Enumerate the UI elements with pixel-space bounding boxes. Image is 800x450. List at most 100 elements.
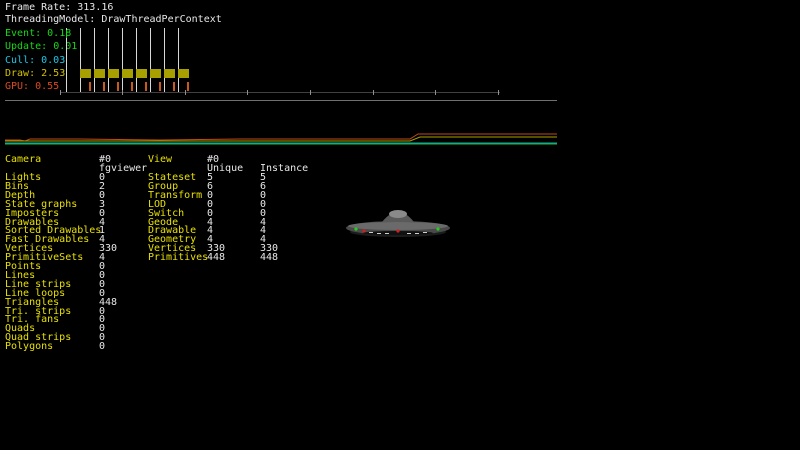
view-row-instance: 0 bbox=[260, 190, 267, 201]
view-row-instance: 4 bbox=[260, 234, 267, 245]
gpu-bars bbox=[89, 82, 189, 91]
view-row-unique: 4 bbox=[207, 217, 214, 228]
view-row-instance: 330 bbox=[260, 243, 279, 254]
camera-row-value: 1 bbox=[99, 225, 106, 236]
view-row-label: Vertices bbox=[148, 243, 197, 254]
view-row-instance: 4 bbox=[260, 217, 267, 228]
view-row-label: Switch bbox=[148, 208, 185, 219]
event-label: Event: bbox=[5, 28, 42, 39]
camera-row-label: Fast Drawables bbox=[5, 234, 90, 245]
cull-label: Cull: bbox=[5, 55, 36, 66]
camera-row-value: 3 bbox=[99, 199, 106, 210]
cull-value: 0.03 bbox=[41, 55, 66, 66]
view-row-unique: 5 bbox=[207, 172, 214, 183]
gpu-stat-row: GPU: 0.55 bbox=[5, 82, 59, 92]
history-graph bbox=[5, 133, 557, 145]
camera-row-value: 0 bbox=[99, 306, 106, 317]
camera-header-index: #0 bbox=[99, 154, 112, 165]
view-row-unique: 0 bbox=[207, 190, 214, 201]
view-row-unique: 4 bbox=[207, 234, 214, 245]
camera-row-label: Depth bbox=[5, 190, 36, 201]
camera-row-label: Line strips bbox=[5, 279, 72, 290]
camera-row-label: Tri. strips bbox=[5, 306, 72, 317]
camera-row-value: 0 bbox=[99, 314, 106, 325]
view-row-unique: 0 bbox=[207, 208, 214, 219]
camera-row-label: State graphs bbox=[5, 199, 78, 210]
camera-row-label: Points bbox=[5, 261, 42, 272]
camera-row-label: Line loops bbox=[5, 288, 66, 299]
camera-row-label: Polygons bbox=[5, 341, 54, 352]
camera-row-value: 2 bbox=[99, 181, 106, 192]
camera-row-value: 4 bbox=[99, 217, 106, 228]
event-bars bbox=[66, 30, 67, 38]
view-row-unique: 330 bbox=[207, 243, 226, 254]
camera-row-value: 0 bbox=[99, 323, 106, 334]
camera-row-value: 448 bbox=[99, 297, 118, 308]
camera-row-label: Sorted Drawables bbox=[5, 225, 102, 236]
camera-row-value: 0 bbox=[99, 172, 106, 183]
view-row-instance: 5 bbox=[260, 172, 267, 183]
view-row-instance: 6 bbox=[260, 181, 267, 192]
view-row-unique: 6 bbox=[207, 181, 214, 192]
view-row-label: Group bbox=[148, 181, 179, 192]
camera-row-label: Bins bbox=[5, 181, 30, 192]
camera-row-value: 0 bbox=[99, 341, 106, 352]
camera-row-value: 4 bbox=[99, 252, 106, 263]
draw-label: Draw: bbox=[5, 68, 36, 79]
threading-model-value: DrawThreadPerContext bbox=[101, 14, 222, 25]
camera-row-label: Quad strips bbox=[5, 332, 72, 343]
draw-value: 2.53 bbox=[41, 68, 66, 79]
view-header-label: View bbox=[148, 154, 173, 165]
camera-row-label: Drawables bbox=[5, 217, 60, 228]
view-row-instance: 448 bbox=[260, 252, 279, 263]
camera-row-label: Vertices bbox=[5, 243, 54, 254]
view-row-label: Stateset bbox=[148, 172, 197, 183]
view-row-label: Transform bbox=[148, 190, 203, 201]
timeline-axis bbox=[60, 90, 500, 95]
cull-stat-row: Cull: 0.03 bbox=[5, 56, 65, 66]
camera-row-label: Quads bbox=[5, 323, 36, 334]
view-row-label: LOD bbox=[148, 199, 167, 210]
update-value: 0.01 bbox=[53, 41, 78, 52]
camera-row-label: Triangles bbox=[5, 297, 60, 308]
view-col-unique: Unique bbox=[207, 163, 244, 174]
camera-row-label: Lines bbox=[5, 270, 36, 281]
view-row-instance: 4 bbox=[260, 225, 267, 236]
view-row-instance: 0 bbox=[260, 199, 267, 210]
view-header-index: #0 bbox=[207, 154, 220, 165]
camera-row-value: 0 bbox=[99, 288, 106, 299]
threading-model-label: ThreadingModel: bbox=[5, 14, 96, 25]
threading-model-row: ThreadingModel: DrawThreadPerContext bbox=[5, 15, 222, 25]
update-label: Update: bbox=[5, 41, 48, 52]
camera-row-value: 0 bbox=[99, 190, 106, 201]
camera-header-name: fgviewer bbox=[99, 163, 148, 174]
camera-row-label: PrimitiveSets bbox=[5, 252, 84, 263]
event-value: 0.18 bbox=[47, 28, 72, 39]
frame-rate-value: 313.16 bbox=[77, 2, 114, 13]
frame-markers bbox=[66, 28, 179, 92]
event-stat-row: Event: 0.18 bbox=[5, 29, 71, 39]
camera-row-value: 0 bbox=[99, 332, 106, 343]
view-col-instance: Instance bbox=[260, 163, 309, 174]
gpu-value: 0.55 bbox=[35, 81, 60, 92]
view-row-label: Primitives bbox=[148, 252, 209, 263]
camera-row-value: 330 bbox=[99, 243, 118, 254]
view-row-unique: 4 bbox=[207, 225, 214, 236]
view-row-label: Geode bbox=[148, 217, 179, 228]
camera-row-value: 0 bbox=[99, 208, 106, 219]
camera-row-value: 0 bbox=[99, 270, 106, 281]
draw-bars bbox=[80, 69, 189, 78]
camera-row-value: 0 bbox=[99, 261, 106, 272]
camera-row-value: 4 bbox=[99, 234, 106, 245]
gpu-label: GPU: bbox=[5, 81, 30, 92]
frame-rate-label: Frame Rate: bbox=[5, 2, 72, 13]
ufo-model bbox=[346, 210, 450, 237]
update-stat-row: Update: 0.01 bbox=[5, 42, 77, 52]
view-row-unique: 448 bbox=[207, 252, 226, 263]
draw-stat-row: Draw: 2.53 bbox=[5, 69, 65, 79]
camera-row-label: Tri. fans bbox=[5, 314, 60, 325]
view-row-label: Drawable bbox=[148, 225, 197, 236]
view-row-unique: 0 bbox=[207, 199, 214, 210]
camera-row-value: 0 bbox=[99, 279, 106, 290]
